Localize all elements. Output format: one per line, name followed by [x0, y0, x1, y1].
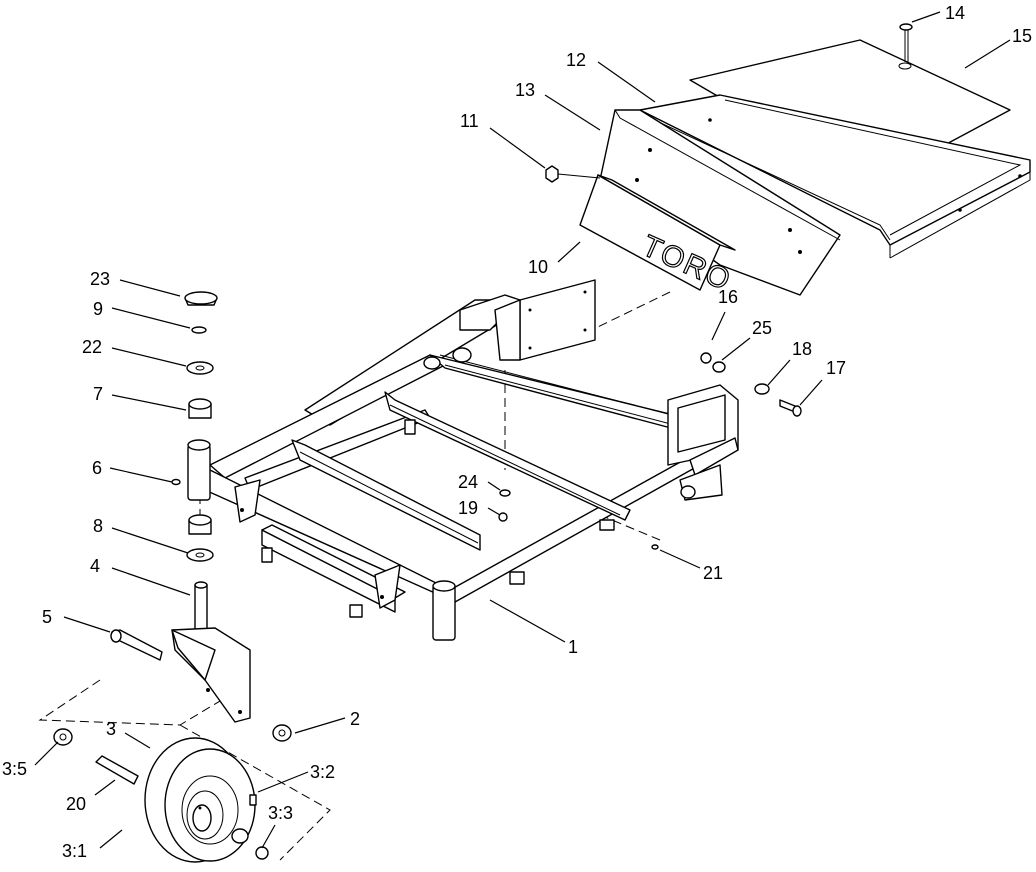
- callout-12: 12: [566, 50, 586, 70]
- callout-24: 24: [458, 472, 478, 492]
- deflector-tray: [639, 94, 1031, 259]
- callout-8: 8: [93, 516, 103, 536]
- callout-25: 25: [752, 318, 772, 338]
- frame-fasteners: [498, 352, 802, 550]
- callout-23: 23: [90, 269, 110, 289]
- leader-lines: [34, 11, 1011, 849]
- caster-assembly: [110, 291, 292, 742]
- screw-11: [545, 165, 601, 183]
- callout-7: 7: [93, 384, 103, 404]
- callout-10: 10: [528, 257, 548, 277]
- callout-1: 1: [568, 637, 578, 657]
- callout-22: 22: [82, 337, 102, 357]
- callout-20: 20: [66, 794, 86, 814]
- caster-wheel: [53, 728, 269, 863]
- callout-11: 11: [460, 111, 479, 131]
- callout-3-1: 3:1: [62, 841, 87, 861]
- callout-3-2: 3:2: [310, 762, 335, 782]
- main-frame: [187, 279, 739, 641]
- callout-21: 21: [703, 563, 723, 583]
- callout-15: 15: [1012, 26, 1032, 46]
- callout-labels: 14 15 12 13 11 10 23 9 22 7 6 8 4 5 16 2…: [2, 3, 1032, 861]
- callout-2: 2: [350, 709, 360, 729]
- callout-3-3: 3:3: [268, 803, 293, 823]
- callout-14: 14: [945, 3, 965, 23]
- callout-16: 16: [718, 287, 738, 307]
- callout-9: 9: [93, 299, 103, 319]
- callout-3: 3: [106, 719, 116, 739]
- carriage-bolt-14: [899, 23, 913, 62]
- callout-4: 4: [90, 556, 100, 576]
- callout-5: 5: [42, 607, 52, 627]
- callout-3-5: 3:5: [2, 759, 27, 779]
- callout-19: 19: [458, 498, 478, 518]
- callout-17: 17: [826, 358, 846, 378]
- callout-18: 18: [792, 339, 812, 359]
- callout-13: 13: [515, 80, 535, 100]
- callout-6: 6: [92, 458, 102, 478]
